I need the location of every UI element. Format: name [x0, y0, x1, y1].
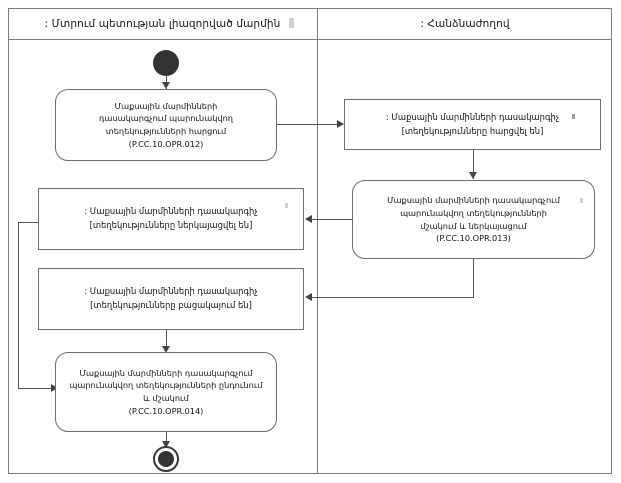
- action-014-line3: և մշակում: [143, 393, 189, 403]
- edge-object-presented-loop-hline-bottom: [18, 388, 54, 389]
- action-012-line2: դասակարգչում պարունակվող: [99, 113, 233, 124]
- action-013-line1: Մաքսային մարմինների դասակարգչում: [387, 195, 560, 206]
- edge-object-presented-loop-hline-top: [18, 222, 39, 223]
- edge-action013-to-object-presented-arrow: [305, 215, 312, 223]
- edge-object-requested-to-action013-line: [473, 150, 474, 179]
- edge-start-to-action012-arrow: [162, 82, 170, 89]
- action-014-line1: Մաքսային մարմինների դասակարգչում: [79, 367, 253, 378]
- object-absent-line2: [տեղեկությունները բացակայում են]: [90, 300, 252, 310]
- edge-object-presented-loop-vline: [18, 222, 19, 388]
- edge-object-requested-to-action013-arrow: [469, 172, 477, 179]
- action-012-line1: Մաքսային մարմինների: [114, 100, 218, 111]
- object-absent-line1: : Մաքսային մարմինների դասակարգիչ: [84, 286, 258, 297]
- object-node-information-absent[interactable]: : Մաքսային մարմինների դասակարգիչ [տեղեկո…: [38, 268, 304, 330]
- object-node-information-requested[interactable]: : Մաքսային մարմինների դասակարգիչ [տեղեկո…: [344, 99, 601, 150]
- edge-action013-to-object-absent-hline: [311, 297, 474, 298]
- object-requested-artifact-mark: [572, 114, 575, 119]
- edge-object-presented-loop-arrow: [51, 384, 58, 392]
- action-014-line2: պարունակվող տեղեկությունների ընդունում: [69, 380, 263, 391]
- object-requested-line1: : Մաքսային մարմինների դասակարգիչ: [385, 111, 560, 122]
- object-presented-artifact-mark: [285, 203, 288, 208]
- swimlane-vertical-divider: [317, 8, 318, 474]
- action-node-opr-013[interactable]: Մաքսային մարմինների դասակարգչում պարունա…: [352, 180, 595, 259]
- final-node: [153, 446, 179, 472]
- action-node-opr-014[interactable]: Մաքսային մարմինների դասակարգչում պարունա…: [55, 352, 277, 432]
- object-requested-line2: [տեղեկությունները հարցվել են]: [401, 125, 544, 136]
- action-013-line3: մշակում և ներկայացում: [420, 220, 527, 231]
- edge-action014-to-end-arrow: [162, 441, 170, 448]
- action-013-code: (P.CC.10.OPR.013): [436, 233, 511, 244]
- action-013-line2: պարունակվող տեղեկությունների: [400, 207, 547, 218]
- swimlane-header-divider: [8, 39, 612, 40]
- edge-action013-to-object-absent-vline: [473, 259, 474, 297]
- edge-object-absent-to-action014-line: [166, 330, 167, 354]
- edge-action013-to-object-absent-arrow: [305, 293, 312, 301]
- edge-action012-to-object-requested-arrow: [337, 120, 344, 128]
- header-artifact-mark: [289, 18, 294, 28]
- edge-object-absent-to-action014-arrow: [162, 346, 170, 353]
- initial-node: [153, 50, 179, 76]
- edge-action014-to-end-line: [166, 432, 167, 449]
- action-012-code: (P.CC.10.OPR.012): [128, 138, 204, 149]
- object-presented-line1: : Մաքսային մարմինների դասակարգիչ: [84, 206, 258, 217]
- edge-action013-to-object-presented-line: [311, 219, 353, 220]
- swimlane-header-right: : Հանձնաժողով: [420, 17, 510, 30]
- swimlane-header-left: : Մտրում պետության լիազորված մարմին: [44, 17, 281, 30]
- action-014-code: (P.CC.10.OPR.014): [128, 405, 204, 416]
- object-node-information-presented[interactable]: : Մաքսային մարմինների դասակարգիչ [տեղեկո…: [38, 188, 304, 250]
- action-013-artifact-mark: [580, 198, 583, 203]
- action-012-line3: տեղեկությունների հարցում: [105, 126, 227, 136]
- object-presented-line2: [տեղեկությունները ներկայացվել են]: [89, 220, 253, 230]
- edge-action012-to-object-requested-line: [277, 124, 340, 125]
- action-node-opr-012[interactable]: Մաքսային մարմինների դասակարգչում պարունա…: [55, 89, 277, 161]
